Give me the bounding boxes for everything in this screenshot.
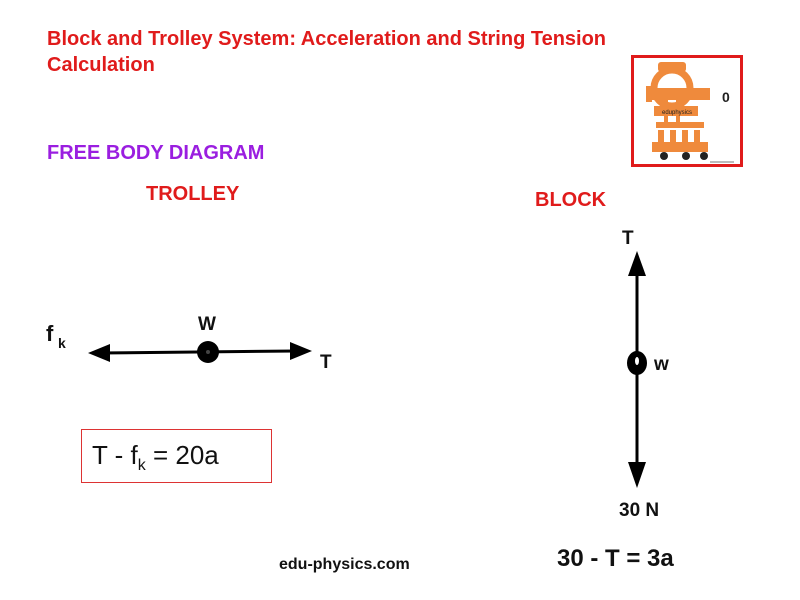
- logo-caption: eduphysics: [662, 110, 692, 116]
- block-equation: 30 - T = 3a: [557, 545, 674, 572]
- block-weight-label: w: [653, 354, 669, 375]
- trolley-equation-box: T - fk = 20a: [81, 429, 272, 483]
- page-title: Block and Trolley System: Acceleration a…: [47, 28, 607, 76]
- block-weight-arrowhead: [628, 462, 646, 488]
- block-heading: BLOCK: [535, 189, 607, 211]
- trolley-force-diagram: [88, 341, 312, 363]
- tension-arrowhead: [290, 342, 312, 360]
- friction-label: f: [46, 321, 54, 346]
- friction-arrowhead: [88, 344, 110, 362]
- trolley-equation: T - fk = 20a: [92, 440, 219, 475]
- block-weight-value: 30 N: [619, 500, 659, 521]
- footer-website: edu-physics.com: [279, 556, 410, 573]
- logo-digit: 0: [722, 89, 730, 105]
- trolley-tension-label: T: [320, 352, 332, 373]
- block-tension-arrowhead: [628, 251, 646, 276]
- free-body-diagram-heading: FREE BODY DIAGRAM: [47, 142, 265, 164]
- trolley-weight-label: W: [198, 314, 216, 335]
- block-force-diagram: [627, 251, 647, 488]
- edu-physics-logo: eduphysics 0: [631, 55, 743, 167]
- trolley-logo-icon: eduphysics 0: [646, 62, 734, 163]
- block-tension-label: T: [622, 228, 634, 249]
- friction-subscript: k: [58, 335, 66, 351]
- trolley-heading: TROLLEY: [146, 183, 240, 205]
